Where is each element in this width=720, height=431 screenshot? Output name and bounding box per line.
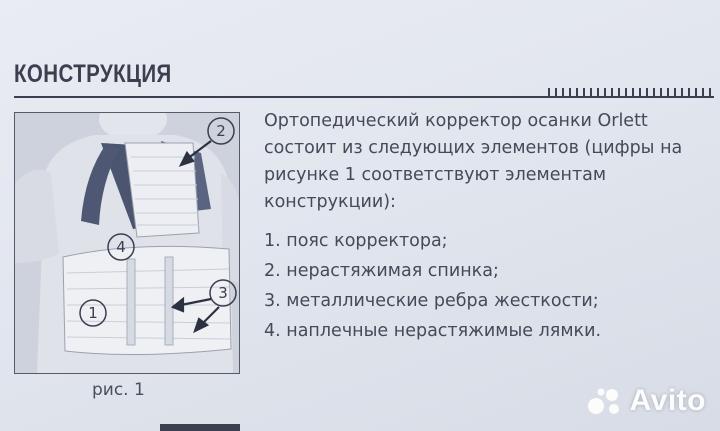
marker-4: 4 bbox=[116, 238, 126, 256]
list-item: 3. металлические ребра жесткости; bbox=[264, 291, 599, 311]
corrector-figure: 1 2 3 4 bbox=[14, 112, 240, 374]
heading-rule-ticks bbox=[548, 88, 712, 97]
marker-2: 2 bbox=[216, 122, 226, 140]
watermark-text: Avito bbox=[629, 384, 706, 417]
avito-dots-logo-icon bbox=[586, 386, 624, 416]
avito-watermark: Avito bbox=[586, 384, 706, 418]
figure-caption: рис. 1 bbox=[92, 380, 145, 400]
next-section-fragment bbox=[160, 424, 240, 431]
list-item: 2. нерастяжимая спинка; bbox=[264, 261, 499, 281]
list-item: 1. пояс корректора; bbox=[264, 231, 448, 251]
section-heading: КОНСТРУКЦИЯ bbox=[14, 60, 172, 88]
marker-1: 1 bbox=[88, 304, 98, 322]
heading-rule bbox=[14, 96, 714, 98]
description-text: Ортопедический корректор осанки Orlett с… bbox=[264, 111, 683, 212]
corrector-illustration: 1 2 3 4 bbox=[15, 113, 239, 373]
marker-3: 3 bbox=[218, 284, 228, 302]
list-item: 4. наплечные нерастяжимые лямки. bbox=[264, 321, 602, 341]
elements-list: 1. пояс корректора; 2. нерастяжимая спин… bbox=[264, 226, 601, 346]
